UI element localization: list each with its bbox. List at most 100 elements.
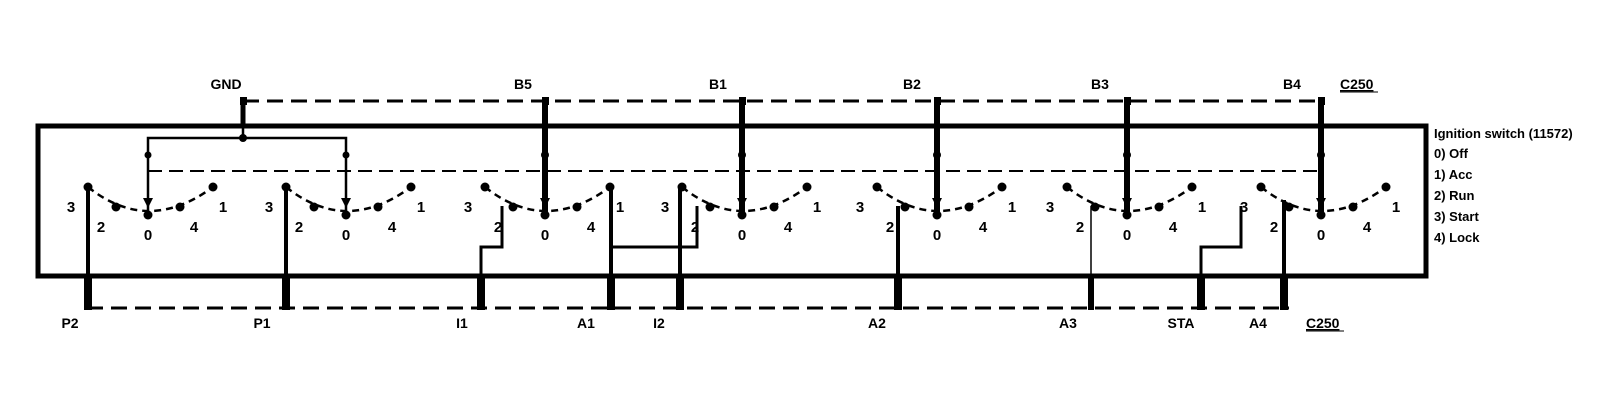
contact-point	[143, 210, 153, 220]
contact-point	[769, 202, 779, 212]
contact-point	[1348, 202, 1358, 212]
wiper-arrow	[540, 198, 550, 208]
pin-label-b1: B1	[709, 76, 727, 92]
switch-arc	[681, 185, 808, 213]
position-label-lock: 4	[388, 219, 397, 236]
pin-label-b5: B5	[514, 76, 532, 92]
pin-label-a3: A3	[1059, 315, 1077, 331]
switch-arc	[1260, 185, 1387, 213]
position-label-off: 0	[933, 227, 941, 244]
position-label-run: 2	[494, 219, 502, 236]
position-label-off: 0	[738, 227, 746, 244]
legend: Ignition switch (11572) 0) Off 1) Acc 2)…	[1434, 126, 1573, 245]
position-label-run: 2	[1270, 219, 1278, 236]
switch-contact-arcs	[83, 182, 1391, 220]
gnd-node-right	[342, 151, 350, 159]
position-label-lock: 4	[784, 219, 793, 236]
pin-label-a4: A4	[1249, 315, 1267, 331]
contact-point	[572, 202, 582, 212]
contact-point	[540, 210, 550, 220]
pin-label-p1: P1	[253, 315, 270, 331]
contact-point	[997, 182, 1007, 192]
switch-section	[83, 182, 218, 220]
position-label-start: 3	[265, 199, 273, 216]
switch-section	[1062, 182, 1197, 220]
legend-item-run: 2) Run	[1434, 188, 1475, 203]
contact-point	[1187, 182, 1197, 192]
contact-point	[605, 182, 615, 192]
position-label-lock: 4	[1363, 219, 1372, 236]
switch-arc	[484, 185, 611, 213]
legend-item-acc: 1) Acc	[1434, 167, 1473, 182]
contact-point	[1381, 182, 1391, 192]
position-label-acc: 1	[417, 199, 425, 216]
contact-point	[1256, 182, 1266, 192]
switch-section	[480, 182, 615, 220]
position-label-start: 3	[1240, 199, 1248, 216]
position-label-lock: 4	[190, 219, 199, 236]
pin-label-i1: I1	[456, 315, 468, 331]
position-label-acc: 1	[219, 199, 227, 216]
pin-label-i2: I2	[653, 315, 665, 331]
legend-item-lock: 4) Lock	[1434, 230, 1480, 245]
contact-point	[737, 210, 747, 220]
switch-arc	[1066, 185, 1193, 213]
position-label-run: 2	[97, 219, 105, 236]
bottom-pin-labels: P2 P1 I1 A1 I2 A2 A3 STA A4 C250	[61, 315, 1344, 332]
pin-label-a1: A1	[577, 315, 595, 331]
contact-point	[1284, 202, 1294, 212]
position-label-start: 3	[1046, 199, 1054, 216]
switch-section	[281, 182, 416, 220]
wiper-arrow	[1316, 198, 1326, 208]
contact-point	[111, 202, 121, 212]
legend-item-start: 3) Start	[1434, 209, 1479, 224]
position-label-off: 0	[541, 227, 549, 244]
switch-arc	[876, 185, 1003, 213]
switch-arc	[87, 185, 214, 213]
pin-label-b4: B4	[1283, 76, 1301, 92]
position-label-start: 3	[856, 199, 864, 216]
contact-point	[677, 182, 687, 192]
contact-point	[1316, 210, 1326, 220]
legend-item-off: 0) Off	[1434, 146, 1469, 161]
contact-point	[964, 202, 974, 212]
pin-label-p2: P2	[61, 315, 78, 331]
contact-point	[341, 210, 351, 220]
legend-title: Ignition switch (11572)	[1434, 126, 1573, 141]
switch-section	[1256, 182, 1391, 220]
switch-section	[872, 182, 1007, 220]
contact-point	[406, 182, 416, 192]
contact-point	[932, 210, 942, 220]
contact-point	[373, 202, 383, 212]
top-pin-labels: GND B5 B1 B2 B3 B4 C250	[210, 76, 1378, 93]
position-label-start: 3	[661, 199, 669, 216]
pin-label-b3: B3	[1091, 76, 1109, 92]
contact-point	[508, 202, 518, 212]
position-label-lock: 4	[1169, 219, 1178, 236]
wiper-arrow	[1122, 198, 1132, 208]
contact-point	[802, 182, 812, 192]
position-label-start: 3	[464, 199, 472, 216]
contact-point	[872, 182, 882, 192]
contact-point	[705, 202, 715, 212]
position-label-off: 0	[342, 227, 350, 244]
switch-body	[35, 123, 1429, 279]
position-label-run: 2	[886, 219, 894, 236]
position-label-off: 0	[1317, 227, 1325, 244]
wiper-arrow	[341, 198, 351, 208]
position-label-acc: 1	[813, 199, 821, 216]
switch-section	[677, 182, 812, 220]
contact-point	[208, 182, 218, 192]
position-label-off: 0	[1123, 227, 1131, 244]
gnd-junction	[239, 134, 247, 142]
contact-point	[83, 182, 93, 192]
gnd-node-left	[144, 151, 152, 159]
pin-label-gnd: GND	[210, 76, 241, 92]
wiper-arrow	[737, 198, 747, 208]
wiper-arrow	[143, 198, 153, 208]
position-label-lock: 4	[979, 219, 988, 236]
top-pin-blocks	[240, 97, 1325, 105]
contact-point	[175, 202, 185, 212]
wiper-arrow	[932, 198, 942, 208]
